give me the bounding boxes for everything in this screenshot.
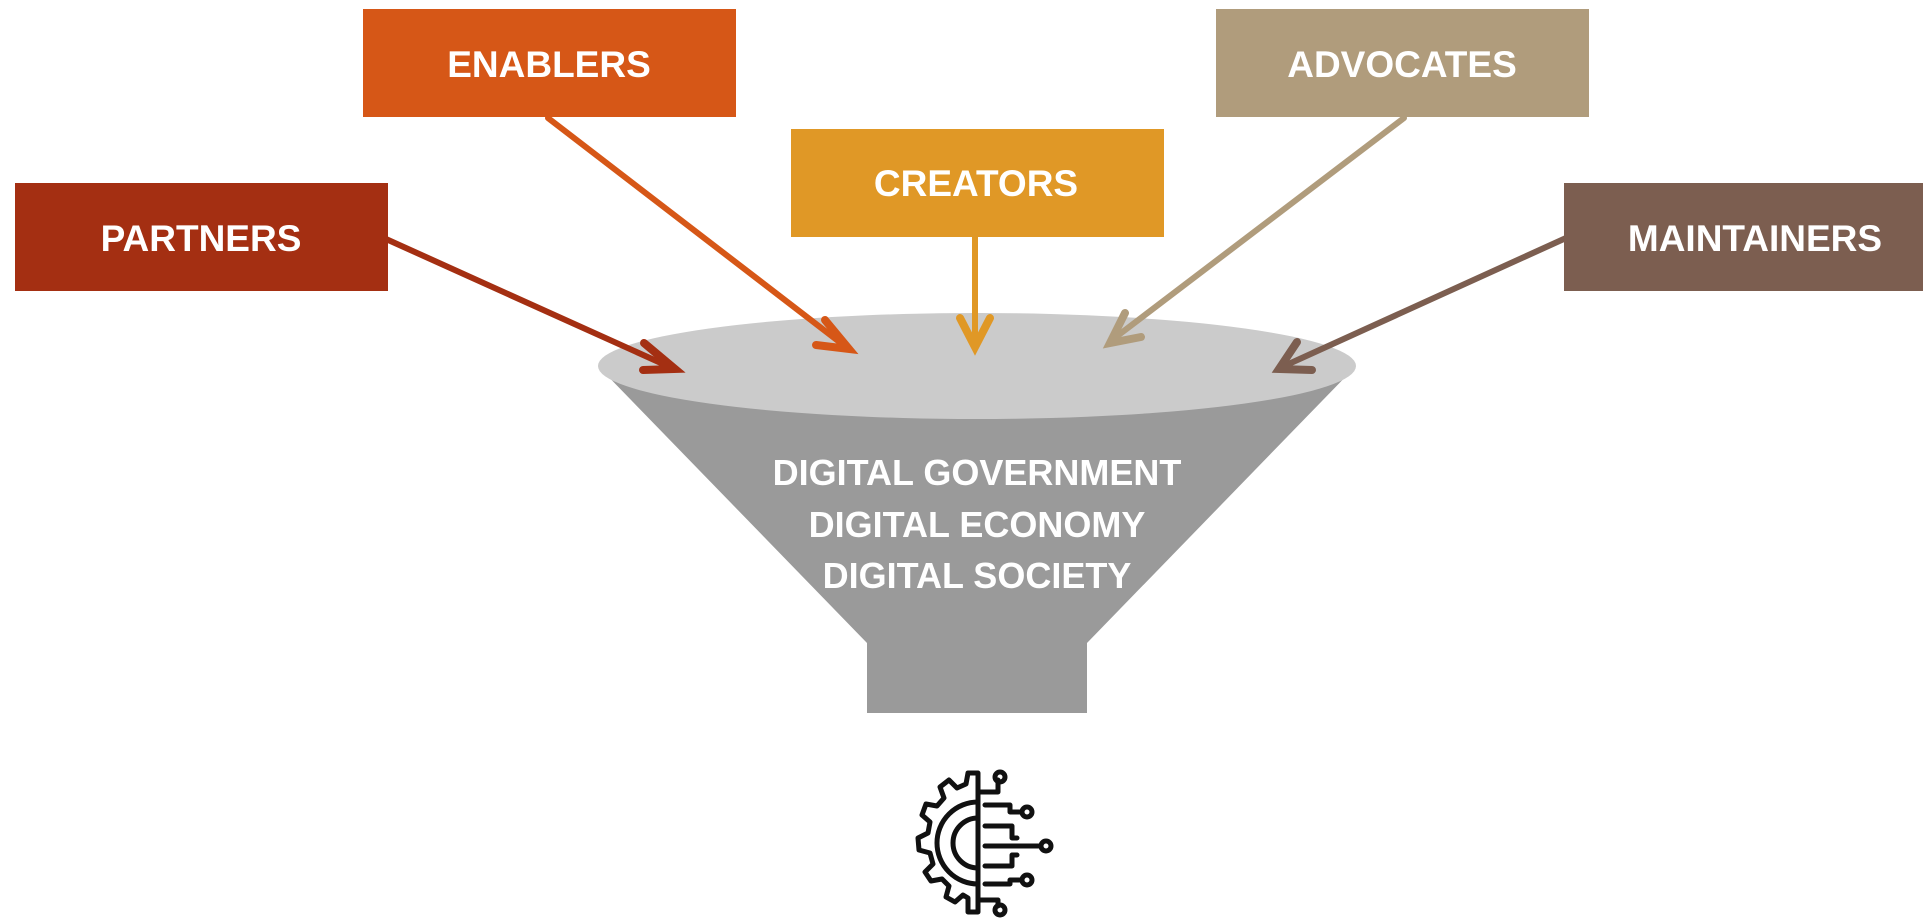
box-label-partners: PARTNERS [101, 218, 302, 259]
arrow-maintainers [1271, 235, 1569, 374]
arrow-creators [956, 234, 994, 356]
box-advocates: ADVOCATES [1216, 9, 1589, 117]
box-label-advocates: ADVOCATES [1287, 44, 1517, 85]
box-creators: CREATORS [791, 129, 1164, 237]
box-enablers: ENABLERS [363, 9, 736, 117]
funnel-top [598, 313, 1356, 419]
box-label-enablers: ENABLERS [447, 44, 651, 85]
arrow-partners [383, 236, 686, 374]
box-maintainers: MAINTAINERS [1564, 183, 1923, 291]
funnel-label-digital-society: DIGITAL SOCIETY [823, 555, 1132, 596]
digital-gear-circuit-icon [915, 769, 1054, 918]
arrow-enablers [545, 115, 859, 355]
box-label-maintainers: MAINTAINERS [1628, 218, 1882, 259]
funnel: DIGITAL GOVERNMENT DIGITAL ECONOMY DIGIT… [598, 313, 1356, 713]
funnel-label-digital-government: DIGITAL GOVERNMENT [773, 452, 1182, 493]
funnel-label-digital-economy: DIGITAL ECONOMY [809, 504, 1146, 545]
arrows [383, 115, 1569, 374]
box-label-creators: CREATORS [874, 163, 1078, 204]
funnel-body [598, 366, 1356, 713]
box-partners: PARTNERS [15, 183, 388, 291]
arrow-advocates [1102, 115, 1407, 349]
